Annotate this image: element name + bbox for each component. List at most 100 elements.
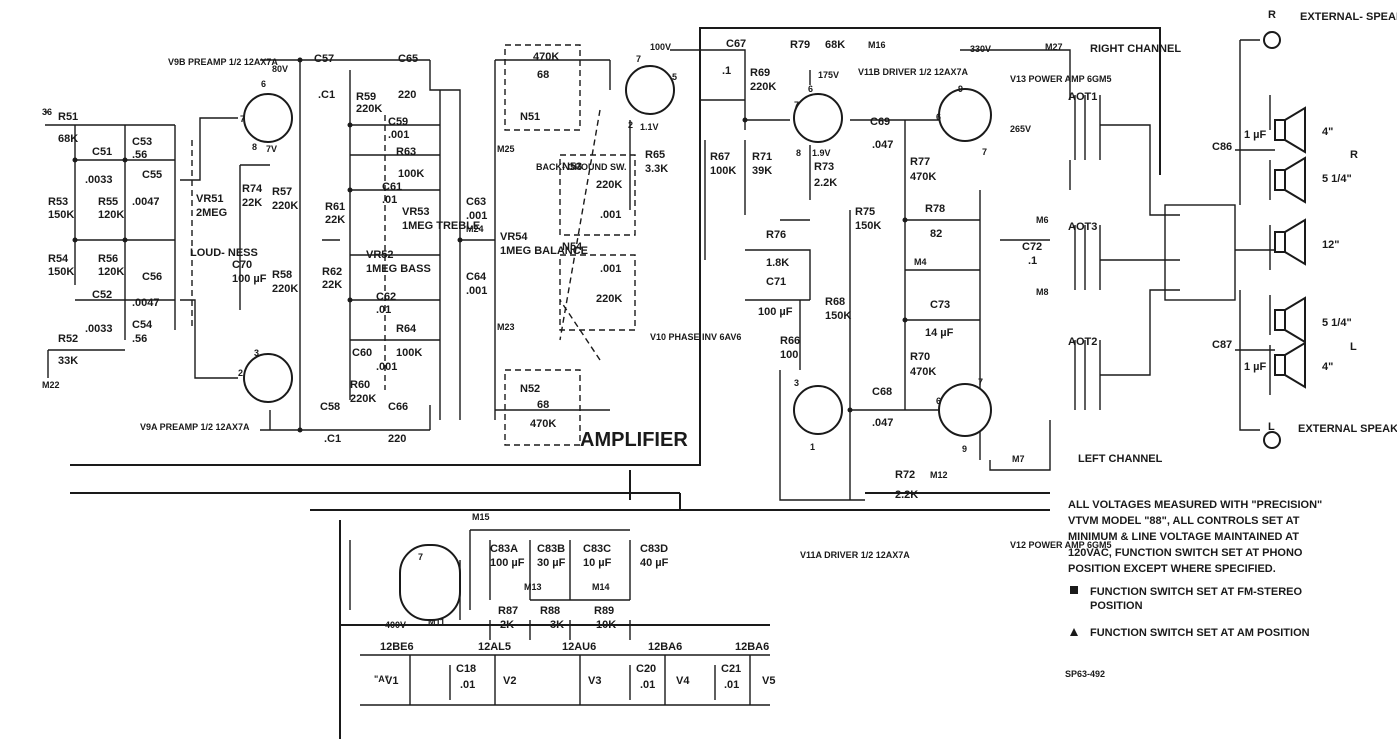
r59-value: 220K [356,103,382,115]
r63-value: 100K [398,168,424,180]
c70-value: 100 µF [232,273,267,285]
ext-jack-l-letter: L [1268,421,1275,433]
c86-ref: C86 [1212,141,1232,153]
r51-ref: R51 [58,111,78,123]
heater-3-ref: V3 [588,675,601,687]
v13-pin-6: 6 [936,112,941,122]
v9b-cathode-voltage: 7V [266,144,277,154]
speaker-group-l: L [1350,341,1357,353]
c63-ref: C63 [466,196,486,208]
speaker-l-5-25 [1274,296,1306,344]
note-square-2: POSITION [1090,600,1143,612]
external-speaker-jack-r [1263,31,1281,49]
v11a-name: V11A DRIVER 1/2 12AX7A [800,550,910,560]
n54-r: 220K [596,293,622,305]
m25-label: M25 [497,144,515,154]
n54-ref: N54 [562,241,583,253]
c61-value: .01 [382,194,397,206]
r77-ref: R77 [910,156,930,168]
c18-ref: C18 [456,663,476,675]
speaker-r-4 [1274,106,1306,154]
preamp-section [45,57,430,433]
v10-pin-2: 2 [628,120,633,130]
v11b-cathode-voltage: 1.9V [812,148,831,158]
note-main-5: POSITION EXCEPT WHERE SPECIFIED. [1068,563,1276,575]
heater-5-ref: V5 [762,675,775,687]
m23-label: M23 [497,322,515,332]
driver-labels: R65 3.3K C67 .1 R69 220K R67 100K R71 39… [645,38,918,501]
r76-ref: R76 [766,229,786,241]
filament-label: "A" [374,674,389,684]
heater-4-ref: V4 [676,675,690,687]
loudness-label: LOUD- NESS [190,247,258,259]
heater-labels: 12BE6 V1 12AL5 V2 12AU6 V3 12BA6 V4 12BA… [380,641,775,691]
c56-ref: C56 [142,271,162,283]
r72-ref: R72 [895,469,915,481]
v13-name: V13 POWER AMP 6GM5 [1010,74,1112,84]
v10-pin-7: 7 [636,54,641,64]
n53-r: 220K [596,179,622,191]
r54-value: 150K [48,266,74,278]
c83b-ref: C83B [537,543,565,555]
figure-id: SP63-492 [1065,669,1105,679]
r74-ref: R74 [242,183,263,195]
c62-ref: C62 [376,291,396,303]
vr53-ref: VR53 [402,206,430,218]
n52-c: 68 [537,399,549,411]
r72-value: 2.2K [895,489,918,501]
speaker-l-4 [1274,341,1306,389]
vr53-value: 1MEG TREBLE [402,220,480,232]
output-section [902,49,1071,471]
c53-value: .56 [132,149,147,161]
r51-value: 68K [58,133,78,145]
r61-ref: R61 [325,201,345,213]
r69-ref: R69 [750,67,770,79]
r78-value: 82 [930,228,942,240]
heater-1-tube: 12BE6 [380,641,414,653]
pin-ref-top: 36 [42,107,52,117]
c83b-value: 30 µF [537,557,566,569]
tube-v9a [243,353,293,403]
v10-plate-voltage: 100V [650,42,671,52]
r66-ref: R66 [780,335,800,347]
c69-value: .047 [872,139,893,151]
n52-r: 470K [530,418,556,430]
r66-value: 100 [780,349,798,361]
v11a-labels: V11A DRIVER 1/2 12AX7A 3 1 [794,378,910,560]
r59-ref: R59 [356,91,376,103]
c21-ref: C21 [721,663,741,675]
r55-ref: R55 [98,196,118,208]
vr51-ref: VR51 [196,193,224,205]
v10-name: V10 PHASE INV 6AV6 [650,332,741,342]
r56-ref: R56 [98,253,118,265]
heater-1-ref: V1 [385,675,398,687]
tube-v13 [938,88,992,142]
c83a-value: 100 µF [490,557,525,569]
c67-value: .1 [722,65,731,77]
c51-value: .0033 [85,174,113,186]
v13-pin-7: 7 [982,147,987,157]
r71-value: 39K [752,165,772,177]
r78-ref: R78 [925,203,945,215]
tp-m16: M16 [868,40,886,50]
c71-ref: C71 [766,276,786,288]
rectifier-tube [399,544,461,621]
tp-m11: M11 [428,617,445,627]
c73-value: 14 µF [925,327,954,339]
r75-value: 150K [855,220,881,232]
ext-speaker-l-label: EXTERNAL SPEAKER [1298,423,1397,435]
c56-value: .0047 [132,297,160,309]
r67-ref: R67 [710,151,730,163]
c55-value: .0047 [132,196,160,208]
vr51-value: 2MEG [196,207,227,219]
r56-value: 120K [98,266,124,278]
c68-value: .047 [872,417,893,429]
tp-m13: M13 [524,582,542,592]
r76-value: 1.8K [766,257,789,269]
notes-block: ALL VOLTAGES MEASURED WITH "PRECISION" V… [1065,499,1322,679]
c65-value: 220 [398,89,416,101]
r68-value: 150K [825,310,851,322]
tp-m27: M27 [1045,42,1063,52]
v9b-pin-7: 7 [240,114,245,124]
